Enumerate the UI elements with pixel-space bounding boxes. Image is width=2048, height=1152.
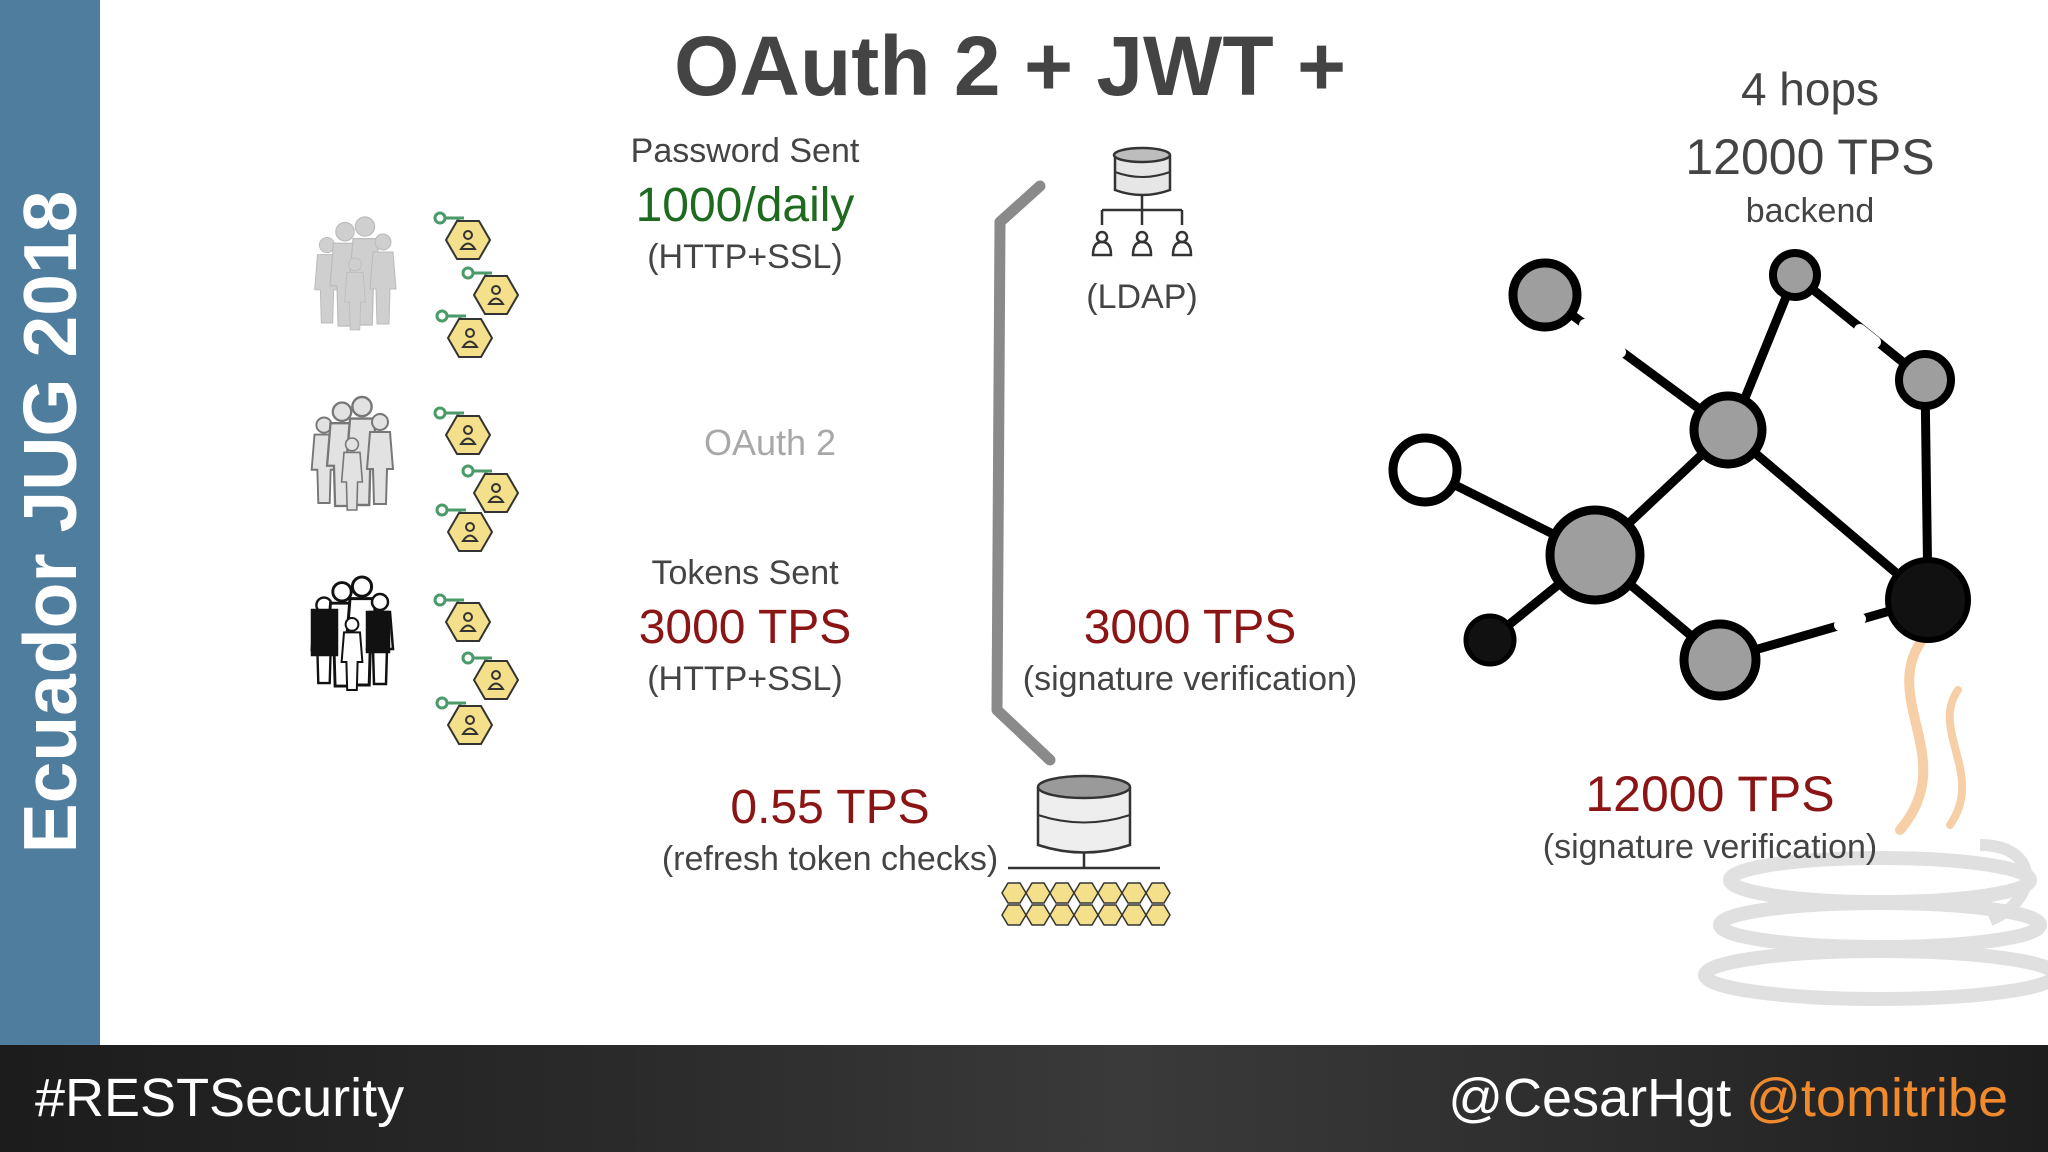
token-store-hexes <box>1001 882 1171 926</box>
ldap-user-icons <box>1091 230 1193 257</box>
footer-handle-tomitribe: @tomitribe <box>1746 1068 2008 1128</box>
tokens-sent-protocol: (HTTP+SSL) <box>647 660 843 698</box>
oauth2-label: OAuth 2 <box>703 422 837 463</box>
gateway-tps-value: 3000 TPS <box>1083 601 1297 654</box>
footer-bar: #RESTSecurity @CesarHgt @tomitribe <box>0 1045 2048 1152</box>
backend-tps-desc: (signature verification) <box>1542 828 1878 866</box>
gateway-tps-desc: (signature verification) <box>1022 660 1358 698</box>
java-logo-icon <box>1698 635 2048 1006</box>
footer-handles: @CesarHgt @tomitribe <box>1448 1067 2008 1129</box>
tokens-sent-value: 3000 TPS <box>638 601 852 654</box>
password-sent-protocol: (HTTP+SSL) <box>647 238 843 276</box>
slide-title: OAuth 2 + JWT + <box>673 19 1347 113</box>
password-sent-value: 1000/daily <box>635 179 855 232</box>
family-group-light <box>315 217 396 330</box>
refresh-tps-value: 0.55 TPS <box>730 781 930 834</box>
ldap-database-icon <box>1100 146 1184 225</box>
family-group-dark <box>312 577 393 690</box>
sidebar-band: Ecuador JUG 2018 <box>0 0 100 1045</box>
refresh-tps-desc: (refresh token checks) <box>661 840 999 878</box>
ldap-label: (LDAP) <box>1086 278 1198 316</box>
hops-count: 4 hops <box>1740 63 1880 115</box>
backend-network-graph <box>1388 249 1971 701</box>
token-icons-row-2 <box>433 406 520 553</box>
hops-tps: 12000 TPS <box>1685 129 1935 185</box>
tokens-sent-label: Tokens Sent <box>651 554 839 592</box>
token-store-database-icon <box>1008 774 1160 870</box>
token-icons-row-3 <box>433 593 520 746</box>
bracket-line <box>991 180 1056 766</box>
token-icons-row-1 <box>433 211 520 359</box>
footer-handle-cesar: @CesarHgt <box>1448 1068 1732 1128</box>
hops-backend-label: backend <box>1745 192 1875 230</box>
backend-tps-value: 12000 TPS <box>1585 766 1835 822</box>
password-sent-label: Password Sent <box>630 132 860 170</box>
family-group-medium <box>312 397 393 510</box>
footer-hashtag: #RESTSecurity <box>35 1068 405 1128</box>
